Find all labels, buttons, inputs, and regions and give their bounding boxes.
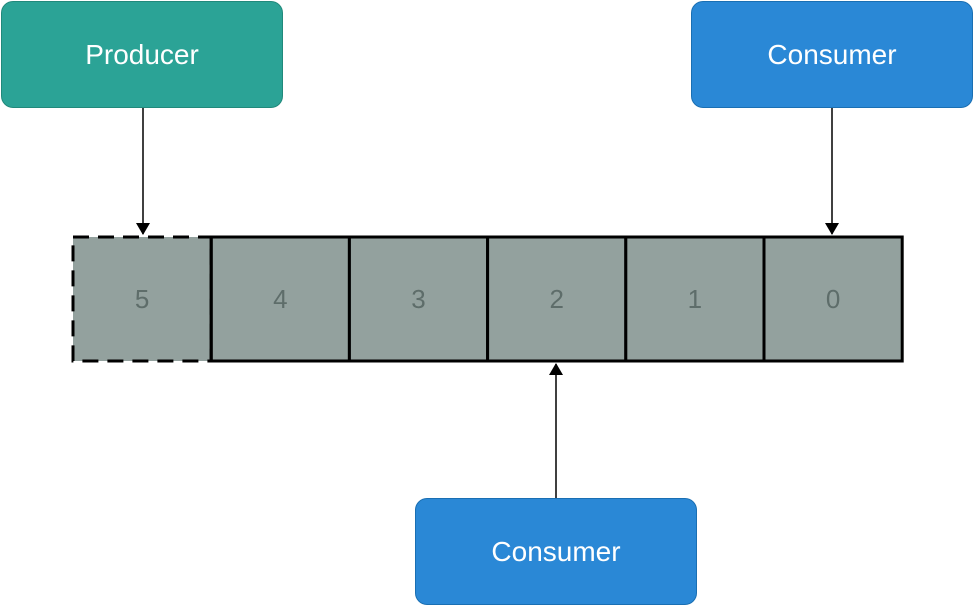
producer-label: Producer <box>85 38 199 70</box>
buffer-cell-label: 4 <box>273 284 287 314</box>
buffer-cell-pending <box>71 235 213 363</box>
producer-node: Producer <box>1 1 283 108</box>
buffer-cell <box>762 235 904 363</box>
consumer-bottom-label: Consumer <box>491 535 621 567</box>
ring-buffer: 5 4 3 2 1 0 <box>71 235 904 363</box>
buffer-cell-label: 0 <box>826 284 840 314</box>
consumer-node-bottom: Consumer <box>415 498 697 605</box>
buffer-cell <box>347 235 490 363</box>
buffer-cell-label: 1 <box>688 284 702 314</box>
buffer-cell <box>624 235 766 363</box>
consumer-node-top: Consumer <box>691 1 973 108</box>
buffer-cell-label: 5 <box>135 284 149 314</box>
buffer-cell <box>209 235 351 363</box>
buffer-cell <box>486 235 628 363</box>
buffer-cell-label: 2 <box>549 284 563 314</box>
buffer-cell-label: 3 <box>411 284 425 314</box>
consumer-top-label: Consumer <box>767 38 897 70</box>
